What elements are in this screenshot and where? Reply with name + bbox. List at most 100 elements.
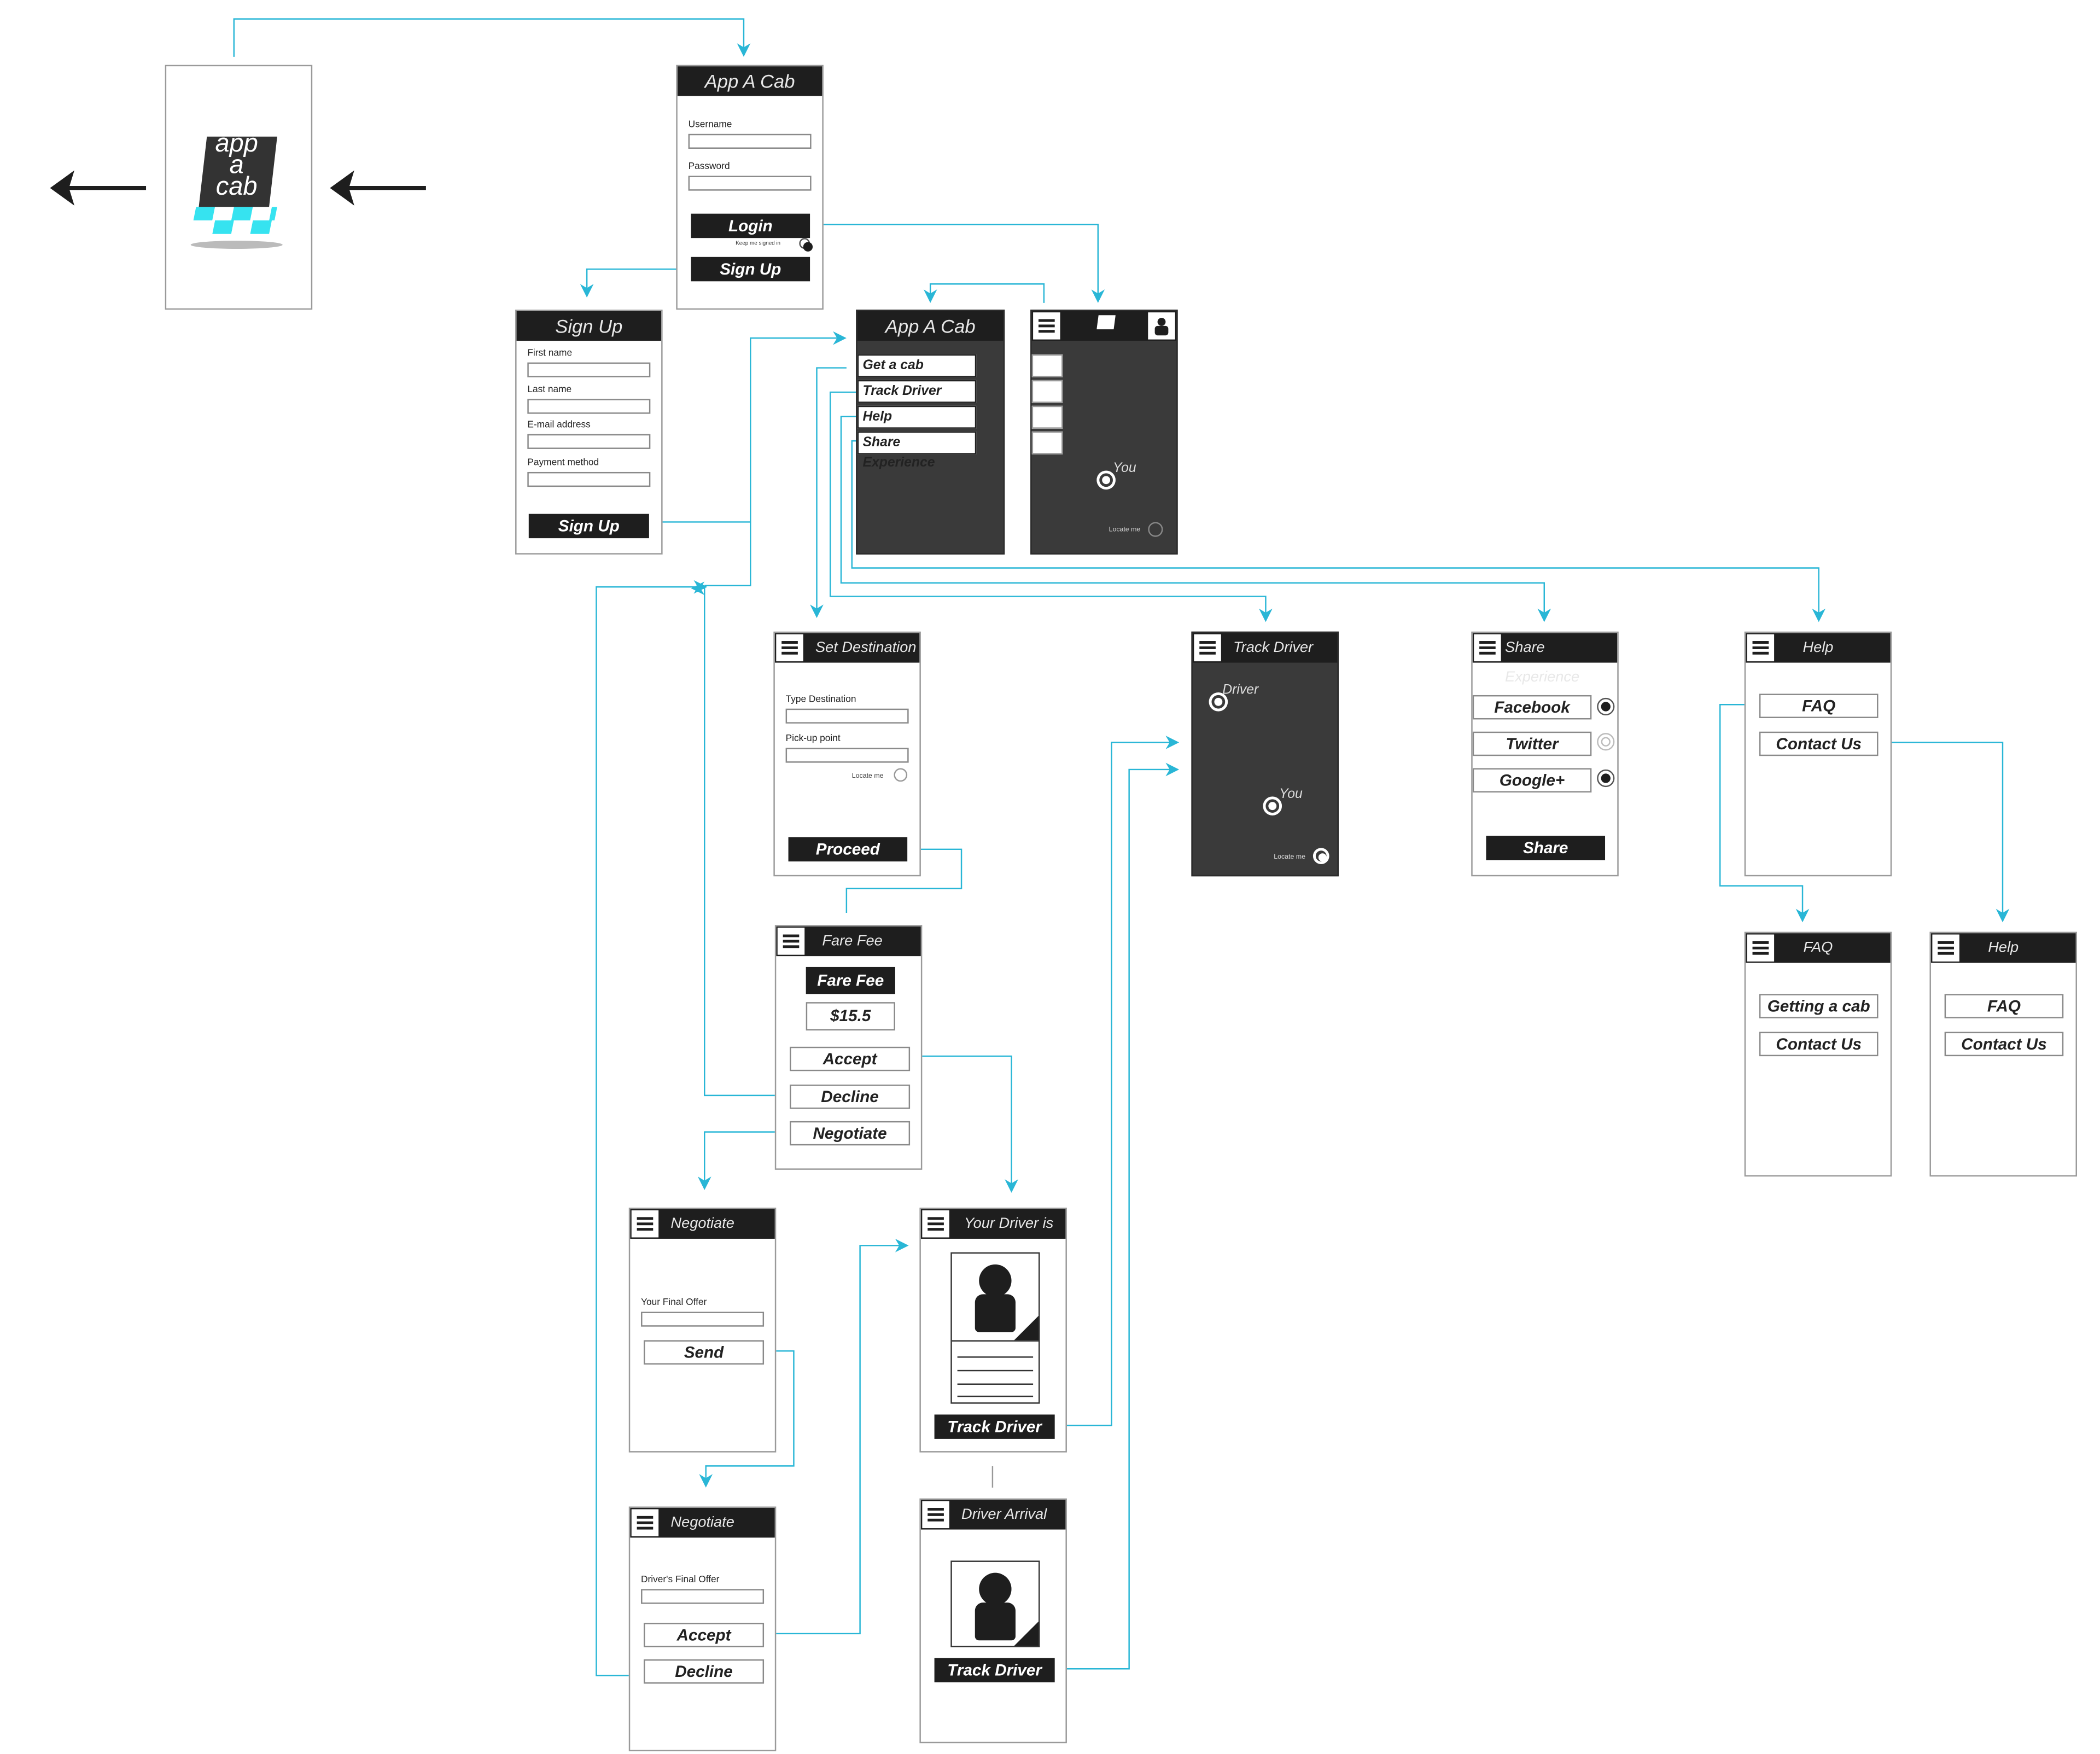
signup-screen: Sign Up First name Last name E-mail addr… (515, 310, 663, 555)
left-arrows (50, 170, 426, 206)
keep-signed-checkbox[interactable] (799, 238, 813, 252)
faq-button[interactable]: FAQ (1944, 994, 2064, 1018)
menu-icon[interactable] (1474, 634, 1501, 662)
side-slot[interactable] (1031, 431, 1063, 454)
logo-line-2: a (229, 151, 244, 180)
help-header: Help (1746, 633, 1891, 663)
facebook-radio[interactable] (1597, 697, 1615, 716)
menu-icon[interactable] (631, 1210, 659, 1238)
accept-button[interactable]: Accept (643, 1623, 765, 1647)
track-driver-header: Track Driver (1192, 633, 1338, 663)
driver-profile-card (950, 1252, 1040, 1404)
you-label: You (1112, 461, 1136, 476)
track-driver-title: Track Driver (1233, 639, 1314, 656)
faq-button[interactable]: FAQ (1759, 694, 1879, 718)
logo-text: app a cab (201, 131, 272, 200)
info-line (957, 1370, 1034, 1372)
first-name-field[interactable] (527, 362, 651, 377)
driver-marker-icon (1209, 692, 1228, 712)
menu-icon[interactable] (777, 928, 805, 955)
menu-item-track-driver[interactable]: Track Driver (857, 380, 977, 403)
driver-arrival-title: Driver Arrival (961, 1506, 1047, 1523)
signup-button[interactable]: Sign Up (691, 257, 810, 282)
twitter-button[interactable]: Twitter (1472, 731, 1592, 756)
crosshair-icon[interactable] (894, 768, 908, 782)
driver-offer-field[interactable] (641, 1589, 765, 1604)
info-line (957, 1395, 1034, 1397)
menu-icon[interactable] (1747, 934, 1775, 962)
side-slot[interactable] (1031, 405, 1063, 429)
side-slot[interactable] (1031, 380, 1063, 403)
login-button[interactable]: Login (691, 213, 810, 238)
faq-title: FAQ (1803, 940, 1833, 957)
share-button[interactable]: Share (1486, 836, 1606, 860)
negotiate-button[interactable]: Negotiate (790, 1121, 911, 1146)
send-button[interactable]: Send (643, 1340, 765, 1365)
crosshair-icon[interactable] (1148, 522, 1163, 537)
destination-field[interactable] (785, 708, 909, 724)
menu-icon[interactable] (1194, 634, 1221, 662)
menu-icon[interactable] (631, 1509, 659, 1536)
googleplus-radio[interactable] (1597, 769, 1615, 788)
username-field[interactable] (688, 133, 812, 149)
share-experience-screen: Share Experience Facebook Twitter Google… (1471, 631, 1619, 877)
accept-button[interactable]: Accept (790, 1046, 911, 1071)
final-offer-label: Your Final Offer (641, 1298, 707, 1308)
menu-icon[interactable] (922, 1501, 949, 1529)
menu-icon[interactable] (922, 1210, 949, 1238)
twitter-radio[interactable] (1597, 733, 1615, 751)
signup-submit-button[interactable]: Sign Up (528, 514, 649, 539)
driver-arrival-screen: Driver Arrival Track Driver (919, 1498, 1067, 1744)
menu-icon[interactable] (776, 634, 803, 662)
contact-button[interactable]: Contact Us (1944, 1032, 2064, 1057)
your-driver-title: Your Driver is (964, 1215, 1054, 1232)
last-name-field[interactable] (527, 399, 651, 414)
locate-label: Locate me (1109, 526, 1141, 534)
payment-field[interactable] (527, 471, 651, 487)
map-home-screen: You Locate me (1030, 310, 1178, 555)
set-destination-screen: Set Destination Type Destination Pick-up… (773, 631, 921, 877)
menu-item-help[interactable]: Help (857, 405, 977, 429)
negotiate-driver-screen: Negotiate Driver's Final Offer Accept De… (628, 1506, 777, 1752)
fare-amount: $15.5 (806, 1002, 895, 1031)
menu-icon[interactable] (1033, 312, 1060, 340)
email-field[interactable] (527, 434, 651, 449)
main-menu-screen: App A Cab Get a cab Track Driver Help Sh… (856, 310, 1005, 555)
contact-button[interactable]: Contact Us (1759, 1032, 1879, 1057)
divider (952, 1340, 1039, 1342)
info-line (957, 1383, 1034, 1385)
negotiate2-header: Negotiate (630, 1507, 775, 1538)
cab-icon (1096, 315, 1116, 330)
side-slot[interactable] (1031, 354, 1063, 377)
password-field[interactable] (688, 176, 812, 191)
facebook-button[interactable]: Facebook (1472, 695, 1592, 720)
track-driver-button[interactable]: Track Driver (934, 1658, 1055, 1682)
your-driver-header: Your Driver is (920, 1209, 1066, 1239)
pickup-field[interactable] (785, 748, 909, 763)
password-label: Password (688, 162, 730, 172)
locate-label: Locate me (851, 772, 884, 780)
menu-icon[interactable] (1932, 934, 1959, 962)
menu-item-share-experience[interactable]: Share Experience (857, 431, 977, 470)
share-header: Share Experience (1472, 633, 1618, 686)
faq-header: FAQ (1746, 933, 1891, 963)
menu-item-get-cab[interactable]: Get a cab (857, 354, 977, 377)
login-header: App A Cab (677, 66, 822, 96)
driver-avatar-icon (979, 1572, 1012, 1606)
profile-icon[interactable] (1148, 312, 1175, 340)
menu-icon[interactable] (1747, 634, 1775, 662)
set-destination-header: Set Destination (774, 633, 920, 663)
contact-button[interactable]: Contact Us (1759, 731, 1879, 756)
decline-button[interactable]: Decline (790, 1085, 911, 1109)
crosshair-icon[interactable] (1312, 848, 1329, 865)
final-offer-field[interactable] (641, 1312, 765, 1327)
driver-avatar-body (975, 1294, 1016, 1332)
googleplus-button[interactable]: Google+ (1472, 768, 1592, 792)
avatar-corner (1014, 1621, 1039, 1646)
decline-button[interactable]: Decline (643, 1659, 765, 1684)
fare-label: Fare Fee (806, 966, 895, 994)
proceed-button[interactable]: Proceed (788, 837, 908, 862)
getting-cab-button[interactable]: Getting a cab (1759, 994, 1879, 1018)
locate-label: Locate me (1274, 853, 1305, 862)
track-driver-button[interactable]: Track Driver (934, 1414, 1055, 1439)
